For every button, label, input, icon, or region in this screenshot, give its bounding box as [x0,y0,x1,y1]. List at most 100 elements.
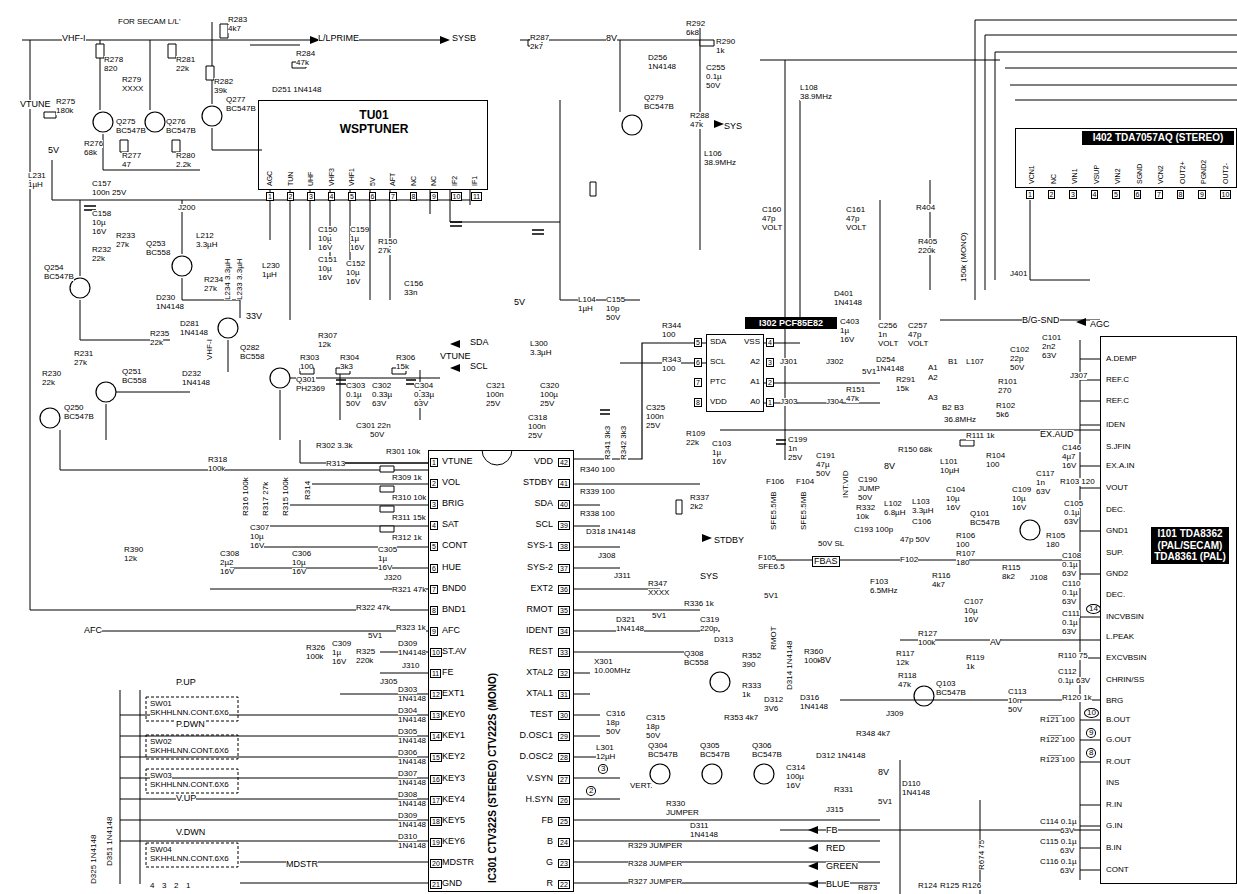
part-label: 3 [307,192,315,201]
part-label: J200 [178,204,195,212]
part-label: 18p [646,723,659,731]
part-label: 2n2 [1042,343,1055,351]
part-label: 31 [558,690,570,699]
part-label: R353 4k7 [724,714,758,722]
part-label: 16V [292,568,306,576]
part-label: D401 [834,290,853,298]
part-label: J303 [780,398,797,406]
part-label: B.IN [1106,844,1122,852]
part-label: D310 [398,833,417,841]
part-label: R337 [690,494,709,502]
part-label: 100k [208,465,225,473]
part-label: J305 [380,678,397,686]
part-label: R277 [122,152,141,160]
part-label: 47p [908,331,921,339]
part-label: 100n 25V [92,189,126,197]
part-label: C107 [964,598,983,606]
part-label: 25V [646,422,660,430]
part-label: 63V [1064,518,1078,526]
part-label: 8 [410,192,418,201]
part-label: R318 [208,456,227,464]
part-label: 25V [486,400,500,408]
part-label: IF2 [451,176,458,186]
part-label: R119 [966,654,985,662]
part-label: 16V [1012,504,1026,512]
part-label: 27k [204,285,217,293]
part-label: L108 [800,84,818,92]
part-label: DEC. [1106,506,1125,514]
part-label: R291 [896,376,915,384]
part-label: A2 [750,358,760,366]
part-label: B2 [942,404,952,412]
part-label: C110 [1062,580,1081,588]
part-label: FE [442,668,454,677]
part-label: SFE5.5MB [800,491,808,530]
part-label: SW02 [150,738,172,746]
part-label: R326 [306,644,325,652]
part-label: R104 [986,452,1005,460]
part-label: C115 0.1µ [1040,838,1076,846]
part-label: D110 [902,780,921,788]
part-label: D318 1N4148 [586,528,635,536]
part-label: D313 [714,636,733,644]
part-label: R287 [530,34,549,42]
part-label: 5V [514,298,525,307]
part-label: XXXX [122,85,143,93]
part-label: 5k6 [996,411,1009,419]
part-label: Q253 [146,240,166,248]
part-label: VOLT [762,224,782,232]
part-label: 16V [350,244,364,252]
part-label: 1 [186,882,190,890]
part-label: KEY5 [442,816,465,825]
part-label: D232 [182,370,201,378]
part-label: BC558 [146,249,170,257]
part-label: 37 [558,564,570,573]
part-label: 15 [430,753,442,762]
part-label: 47p [846,215,859,223]
part-label: 50V [346,400,360,408]
part-label: C117 [1036,470,1055,478]
part-label: C321 [486,382,505,390]
part-label: SYS-2 [527,563,553,572]
part-label: 50V [706,82,720,90]
part-label: B/G-SND [1022,316,1060,325]
part-label: VHF-I [206,339,214,360]
part-label: FOR SECAM L/L' [118,18,180,26]
part-label: 1µH [28,181,43,189]
part-label: 47p [762,215,775,223]
part-label: B [547,837,553,846]
part-label: 1k [742,691,750,699]
part-label: 7 [694,378,702,387]
part-label: Q305 [700,742,720,750]
part-label: 1µH [578,305,593,313]
part-label: R302 3.3k [316,442,352,450]
part-label: 9 [1086,728,1096,738]
part-label: Q277 [226,96,246,104]
part-label: D314 1N4148 [786,641,794,690]
part-label: VOLT [908,340,928,348]
part-label: 12µH [596,753,615,761]
part-label: C146 [1062,444,1081,452]
part-label: 100µ [786,773,804,781]
part-label: 10µ [292,559,306,567]
part-label: BC547B [44,273,74,281]
part-label: J310 [402,662,419,670]
part-label: VHF3 [328,168,335,186]
part-label: 3V6 [764,705,778,713]
part-label: 10µ [1012,495,1026,503]
part-label: VOL [442,478,460,487]
switch-outline [146,697,238,867]
part-label: C193 100p [854,526,893,534]
part-label: SYS [700,572,718,581]
part-label: 63V [1060,847,1074,855]
part-label: J302 [826,358,843,366]
part-label: 8 [694,398,702,407]
part-label: R310 10k [392,494,426,502]
part-label: Q276 [166,118,186,126]
part-label: J301 [780,358,797,366]
part-label: BC547B [936,689,966,697]
part-label: P.UP [176,678,196,687]
part-label: EXCVBSIN [1106,654,1146,662]
part-label: C113 [1008,688,1027,696]
part-label: R328 JUMPER [628,860,682,868]
